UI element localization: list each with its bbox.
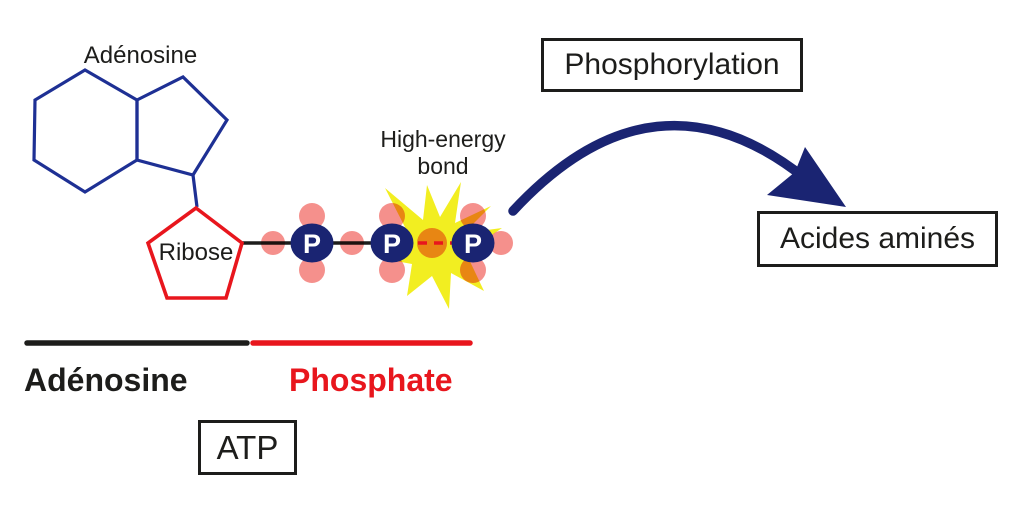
- arrow-shaft: [508, 120, 811, 216]
- oxygen-dot: [460, 257, 486, 283]
- acides-amines-label: Acides aminés: [779, 222, 976, 255]
- adenosine-top-label: Adénosine: [83, 42, 198, 69]
- phosphate-circle-3: [451, 223, 495, 263]
- phosphorylation-label: Phosphorylation: [564, 48, 780, 81]
- arrow-head: [767, 147, 846, 207]
- phosphate-letter-2: P: [383, 229, 401, 259]
- high-energy-bond-label: High-energy bond: [353, 126, 533, 179]
- adenosine-bracket-label: Adénosine: [24, 362, 188, 398]
- bond-dot: [340, 231, 364, 255]
- ribose-pentagon: [145, 205, 245, 300]
- atp-label: ATP: [216, 428, 279, 466]
- adenine-ribose-connector: [191, 174, 199, 208]
- oxygen-dot: [379, 257, 405, 283]
- oxygen-dot: [299, 257, 325, 283]
- phosphate-letter-1: P: [303, 229, 321, 259]
- oxygen-dot: [460, 203, 486, 229]
- oxygen-dot: [299, 203, 325, 229]
- bond-dot: [489, 231, 513, 255]
- phosphate-circle-1: [290, 223, 334, 263]
- high-energy-bond-label-line2: bond: [417, 152, 469, 179]
- oxygen-dots: [261, 203, 513, 283]
- atp-box: ATP: [198, 420, 297, 475]
- phosphate-letter-3: P: [464, 229, 482, 259]
- acides-amines-box: Acides aminés: [757, 211, 998, 267]
- ribose-label: Ribose: [158, 239, 234, 266]
- phosphate-bracket-label: Phosphate: [289, 362, 453, 398]
- phosphate-groups: P P P: [290, 223, 495, 263]
- phosphate-circle-2: [370, 223, 414, 263]
- adenine-pentagon: [135, 75, 230, 177]
- adenine-hexagon: [32, 68, 139, 194]
- bond-dot: [261, 231, 285, 255]
- phosphorylation-arrow-icon: [508, 120, 846, 216]
- high-energy-bond-label-line1: High-energy: [380, 126, 506, 152]
- oxygen-dot: [379, 203, 405, 229]
- phosphorylation-box: Phosphorylation: [541, 38, 803, 92]
- high-energy-bond-dot: [417, 228, 447, 258]
